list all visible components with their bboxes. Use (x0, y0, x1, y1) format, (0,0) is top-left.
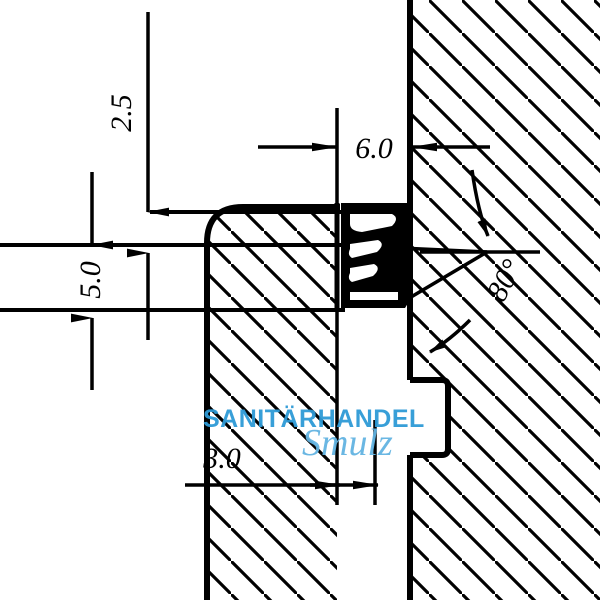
dimension-label-3-0: 3.0 (202, 442, 241, 475)
watermark-line-1: SANITÄRHANDEL (203, 405, 425, 433)
watermark: SANITÄRHANDEL Smulz (203, 405, 425, 464)
dimension-6-0: 6.0 (258, 132, 490, 165)
dimension-5-0: 5.0 (74, 248, 150, 340)
dimension-2-5: 2.5 (71, 12, 169, 390)
dimension-label-6-0: 6.0 (355, 132, 393, 165)
frame-profile (0, 204, 345, 600)
extension-lines (335, 108, 412, 505)
watermark-line-2: Smulz (302, 422, 393, 464)
wall-section (407, 0, 600, 600)
dimension-label-2-5: 2.5 (105, 94, 138, 132)
seal-profile (334, 203, 412, 308)
dimension-3-0: 3.0 (185, 442, 379, 490)
dimension-label-5-0: 5.0 (74, 261, 107, 299)
